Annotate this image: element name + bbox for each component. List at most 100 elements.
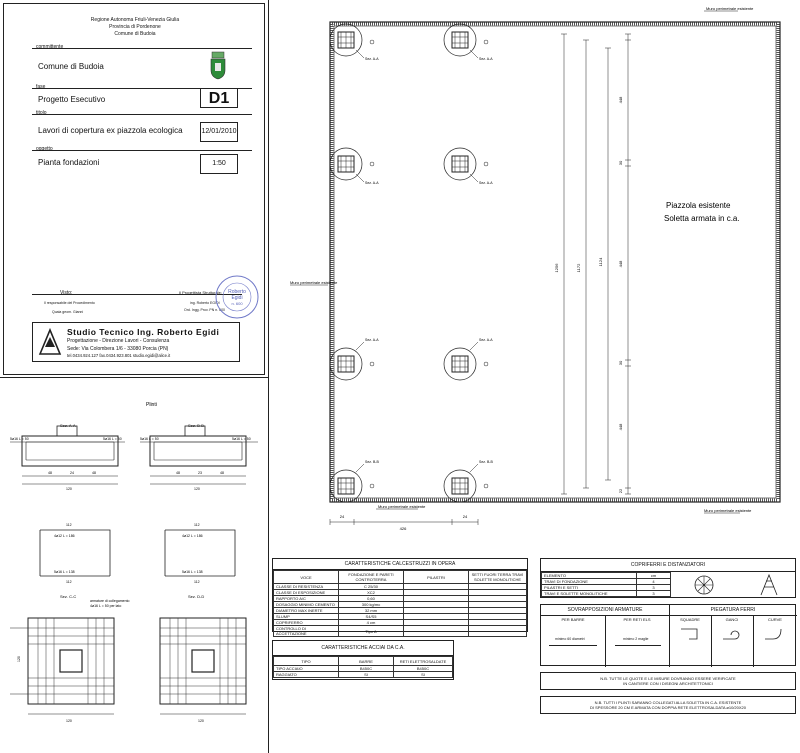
section-aa-label: Sez. A-A bbox=[60, 423, 76, 428]
pillar-tag: Sez. A-A bbox=[365, 181, 379, 185]
table-header: TIPO bbox=[273, 656, 339, 666]
separator bbox=[549, 645, 597, 646]
dim-112-left: 112 bbox=[66, 523, 72, 527]
section-cc-label: Sez. C-C bbox=[60, 594, 76, 599]
dim-v-22: 22 bbox=[618, 488, 623, 493]
pillar-tag: Sez. A-A bbox=[365, 57, 379, 61]
bars-bottom-right: 5ø16 L = 138 bbox=[182, 570, 203, 574]
dim-bb-total: 120 bbox=[194, 487, 200, 491]
visto-label: Visto: bbox=[60, 290, 73, 296]
footing-details: Plinti Sez. A-A 5ø16 L = 50 5ø16 L = 50 … bbox=[10, 402, 258, 723]
overlap-title: SOVRAPPOSIZIONI ARMATURE bbox=[567, 607, 643, 613]
fase-value: Progetto Esecutivo bbox=[38, 95, 106, 104]
note-cc-1: armature di collegamento bbox=[90, 599, 130, 603]
dim-cc-bottom: 120 bbox=[66, 719, 72, 723]
fase-label: fase bbox=[36, 84, 46, 90]
area-label-1: Piazzola esistente bbox=[666, 201, 731, 210]
overlap-col-1: PER BARRE bbox=[561, 617, 585, 622]
bar-shapes: 112 4ø12 L = 186 5ø16 L = 138 112 112 4ø… bbox=[39, 523, 236, 584]
bars-bottom-left: 5ø16 L = 138 bbox=[54, 570, 75, 574]
pillar-group: Sez. A-A Sez. A-A Sez. A-A Sez. A-A Sez.… bbox=[329, 23, 493, 503]
bending-col-3: CURVE bbox=[768, 617, 782, 622]
dim-v-448: 448 bbox=[618, 423, 623, 430]
dim-aa-3: 48 bbox=[92, 471, 96, 475]
steel-table-title: CARATTERISTICHE ACCIAI DA C.A. bbox=[273, 641, 453, 656]
bars-label-aa-left: 5ø16 L = 50 bbox=[10, 437, 29, 441]
table-row: VOCE FONDAZIONE E PARETI CONTROTERRA PIL… bbox=[273, 570, 527, 584]
scale-box: 1:50 bbox=[200, 154, 238, 174]
stamp-line-3: n. 600 bbox=[231, 301, 243, 306]
details-title: Plinti bbox=[146, 402, 157, 408]
table-cell: 3 bbox=[636, 590, 671, 597]
bending-col-2: GANCI bbox=[725, 617, 739, 622]
dim-dd-bottom: 120 bbox=[198, 719, 204, 723]
header-line-2: Provincia di Pordenone bbox=[109, 24, 161, 30]
committente-value: Comune di Budoia bbox=[38, 62, 104, 71]
studio-sub: Progettazione - Direzione Lavori - Consu… bbox=[67, 338, 170, 344]
date-value: 12/01/2010 bbox=[201, 128, 237, 135]
separator bbox=[615, 645, 661, 646]
bars-label-bb-left: 5ø16 L = 50 bbox=[140, 437, 159, 441]
titolo-value: Lavori di copertura ex piazzola ecologic… bbox=[38, 126, 183, 135]
bending-title: PIEGATURA FERRI bbox=[710, 607, 756, 613]
note-2-line-1: N.B. TUTTI I PLINTI SARANNO COLLEGATI AL… bbox=[594, 700, 742, 705]
bend-curve-icon bbox=[765, 628, 782, 640]
dim-112-right-b: 112 bbox=[194, 580, 200, 584]
cover-table-title: COPRIFERRI E DISTANZIATORI bbox=[541, 559, 795, 572]
overlap-col-2: PER RETI ELS bbox=[623, 617, 651, 622]
separator bbox=[32, 294, 242, 295]
bars-mid-right: 4ø12 L = 186 bbox=[182, 534, 203, 538]
coat-of-arms-icon bbox=[210, 51, 226, 80]
dim-bb-2: 23 bbox=[198, 471, 202, 475]
table-cell: DOSAGGIO MINIMO CEMENTO bbox=[273, 601, 339, 608]
note-1-line-2: IN CANTIERE CON I DISEGNI ARCHITETTONICI bbox=[623, 681, 713, 686]
studio-contacts: tel.0434.924.127 fax.0434.923.801 studio… bbox=[67, 353, 171, 358]
pillar-tag: Sez. A-A bbox=[365, 338, 379, 342]
existing-slab-inner bbox=[333, 25, 777, 499]
title-block: Regione Autonoma Friuli-Venezia Giulia P… bbox=[3, 3, 265, 375]
section-aa: Sez. A-A 5ø16 L = 50 5ø16 L = 50 48 24 4… bbox=[10, 423, 125, 491]
section-bb-label: Sez. B-B bbox=[188, 423, 204, 428]
bending-col-1: SQUADRE bbox=[680, 617, 700, 622]
overlap-frame: SOVRAPPOSIZIONI ARMATURE PIEGATURA FERRI… bbox=[540, 604, 797, 667]
studio-logo-icon bbox=[38, 327, 62, 355]
wall-label-bottom: Muro perimetrale esistente bbox=[378, 504, 426, 509]
scale-value: 1:50 bbox=[212, 160, 226, 167]
separator bbox=[32, 48, 252, 49]
dim-aa-total: 120 bbox=[66, 487, 72, 491]
dim-aa-1: 48 bbox=[48, 471, 52, 475]
dim-v-1172: 1172 bbox=[576, 263, 581, 272]
progettista-label: Il Progettista Strutturale: bbox=[179, 290, 222, 295]
date-box: 12/01/2010 bbox=[200, 122, 238, 142]
bars-label-bb-right: 5ø16 L = 50 bbox=[232, 437, 251, 441]
note-box-2: N.B. TUTTI I PLINTI SARANNO COLLEGATI AL… bbox=[540, 696, 796, 714]
table-cell: Tipo A bbox=[338, 625, 404, 637]
spacer-icon bbox=[694, 575, 714, 595]
engineer-stamp: Roberto Egidi n. 600 bbox=[215, 275, 259, 319]
table-header: VOCE bbox=[273, 570, 339, 584]
table-cell bbox=[468, 625, 527, 637]
dim-bottom-3: 24 bbox=[463, 514, 468, 519]
separator bbox=[32, 88, 252, 89]
table-header: RETI ELETTROSALDATE bbox=[393, 656, 453, 666]
dim-bottom-1: 24 bbox=[340, 514, 345, 519]
table-cell: SI bbox=[338, 671, 394, 678]
bend-square-icon bbox=[681, 628, 698, 640]
dim-bb-3: 48 bbox=[220, 471, 224, 475]
area-label-2: Soletta armata in c.a. bbox=[664, 214, 740, 223]
oggetto-label: oggetto bbox=[36, 146, 53, 152]
pillar-tag: Sez. B-B bbox=[479, 460, 493, 464]
section-cc: Sez. C-C armature di collegamento 4ø16 L… bbox=[10, 594, 130, 723]
separator bbox=[32, 114, 252, 115]
bend-hook-icon bbox=[723, 630, 740, 640]
titolo-label: titolo bbox=[36, 110, 47, 116]
dim-bb-1: 48 bbox=[176, 471, 180, 475]
bottom-dimension: 24 426 24 bbox=[329, 514, 479, 531]
separator bbox=[669, 605, 670, 667]
table-cell: RAGGIATO bbox=[273, 671, 339, 678]
concrete-table-title: CARATTERISTICHE CALCESTRUZZI IN OPERA bbox=[273, 559, 527, 570]
